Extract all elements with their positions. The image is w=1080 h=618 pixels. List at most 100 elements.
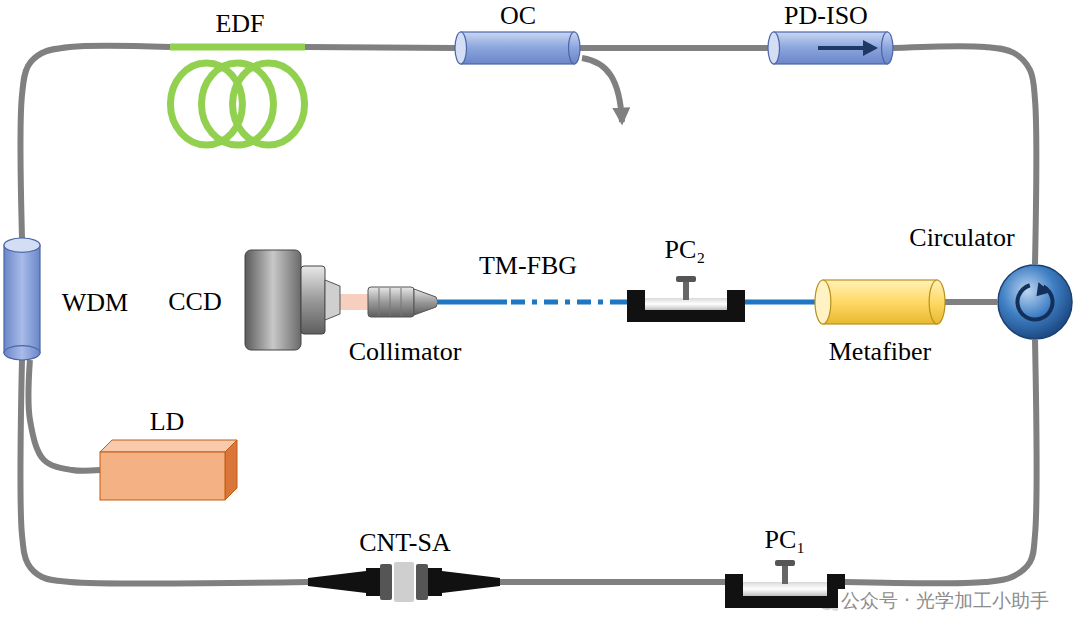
controller-knob-stem (683, 280, 689, 300)
optical-fiber (893, 46, 1036, 264)
component-symbol (4, 238, 40, 360)
optical-fiber (305, 47, 455, 48)
output-port-arrow (582, 58, 622, 122)
connector-nut (366, 568, 380, 596)
collimator-groove (401, 288, 402, 316)
optical-fiber (745, 300, 815, 305)
cylinder-body (4, 245, 40, 353)
optical-fiber (21, 46, 170, 238)
component: WDM (4, 238, 40, 360)
cylinder-face (455, 32, 467, 64)
controller-knob (676, 276, 696, 282)
component-symbol (815, 280, 945, 324)
isolator-arrowhead (863, 40, 878, 56)
optical-fiber (845, 340, 1036, 583)
light-beam (340, 294, 368, 310)
camera-body (245, 250, 301, 350)
cylinder-body (461, 32, 574, 64)
component-label: Collimator (349, 338, 462, 367)
optical-fiber (438, 300, 447, 305)
component: EDF (170, 40, 305, 148)
cylinder-end (881, 32, 893, 64)
fiber-loop (202, 63, 274, 145)
component-symbol (245, 250, 340, 350)
circulation-arrowhead (1036, 282, 1050, 296)
component-label: Metafiber (829, 338, 932, 367)
cylinder-face (815, 280, 831, 324)
component: PD-ISO (768, 32, 893, 64)
component: PC₂ (627, 276, 745, 322)
circulator-body (998, 265, 1072, 339)
component-label: CNT-SA (359, 529, 451, 558)
component-symbol (455, 32, 580, 64)
component-label: PD-ISO (784, 2, 868, 31)
component: CCD (245, 250, 340, 350)
cylinder-end (568, 32, 580, 64)
watermark: 公众号 · 光学加工小助手 (838, 589, 1052, 612)
optical-fiber (945, 299, 997, 305)
connector-nut (428, 568, 442, 596)
connector-flange (416, 564, 428, 600)
component-symbol (627, 276, 745, 322)
component-symbol (447, 296, 610, 308)
optical-fiber (20, 360, 308, 584)
cylinder-face (4, 238, 40, 252)
component: CNT-SA (308, 562, 500, 602)
connector-flange (380, 564, 392, 600)
controller-knob (775, 560, 795, 566)
component-symbol (997, 264, 1073, 340)
component: LD (100, 440, 237, 500)
component-label: OC (500, 2, 536, 31)
component: Circulator (997, 264, 1073, 340)
collimator-taper (414, 289, 438, 315)
circulation-arrow (1015, 283, 1054, 321)
component-label: TM-FBG (479, 252, 577, 281)
connector-ferrule (442, 571, 500, 593)
optical-fiber (610, 300, 627, 305)
cylinder-body (823, 280, 937, 324)
cylinder-face (768, 32, 780, 64)
component: TM-FBG (447, 296, 610, 308)
optical-fiber (580, 45, 768, 51)
component: OC (455, 32, 580, 64)
laser-top (100, 440, 237, 452)
component-symbol (368, 287, 438, 317)
collimator-body (368, 287, 414, 317)
component-symbol (725, 560, 845, 608)
fiber-segment (447, 300, 507, 305)
doped-fiber (170, 44, 305, 51)
saturable-absorber-disk (394, 562, 414, 602)
cylinder-end (929, 280, 945, 324)
component: Collimator (368, 287, 438, 317)
camera-lens (325, 280, 340, 320)
component-label: PC₁ (765, 526, 806, 555)
component-label: LD (150, 408, 185, 437)
controller-recess (743, 582, 827, 596)
component: PC₁ (725, 560, 845, 608)
camera-mount (301, 266, 325, 334)
optical-fiber (29, 360, 100, 471)
connector-ferrule (308, 571, 366, 593)
collimator-groove (390, 288, 391, 316)
component-symbol (768, 32, 893, 64)
fiber-loop (233, 63, 305, 145)
component-symbol (100, 440, 237, 500)
collimator-groove (379, 288, 380, 316)
component-label: Circulator (909, 224, 1014, 253)
isolator-arrow (818, 46, 866, 50)
component-label: EDF (215, 10, 264, 39)
component-symbol (308, 562, 500, 602)
component-label: PC₂ (665, 236, 706, 265)
component-symbol (170, 40, 305, 148)
component: Metafiber (815, 280, 945, 324)
controller-knob-stem (782, 564, 788, 584)
grating-dashes (511, 300, 610, 305)
laser-front (100, 452, 225, 500)
cylinder-end (4, 346, 40, 360)
cylinder-body (774, 32, 887, 64)
optical-fiber (500, 579, 725, 585)
component-label: WDM (62, 289, 128, 318)
laser-side (225, 440, 237, 500)
